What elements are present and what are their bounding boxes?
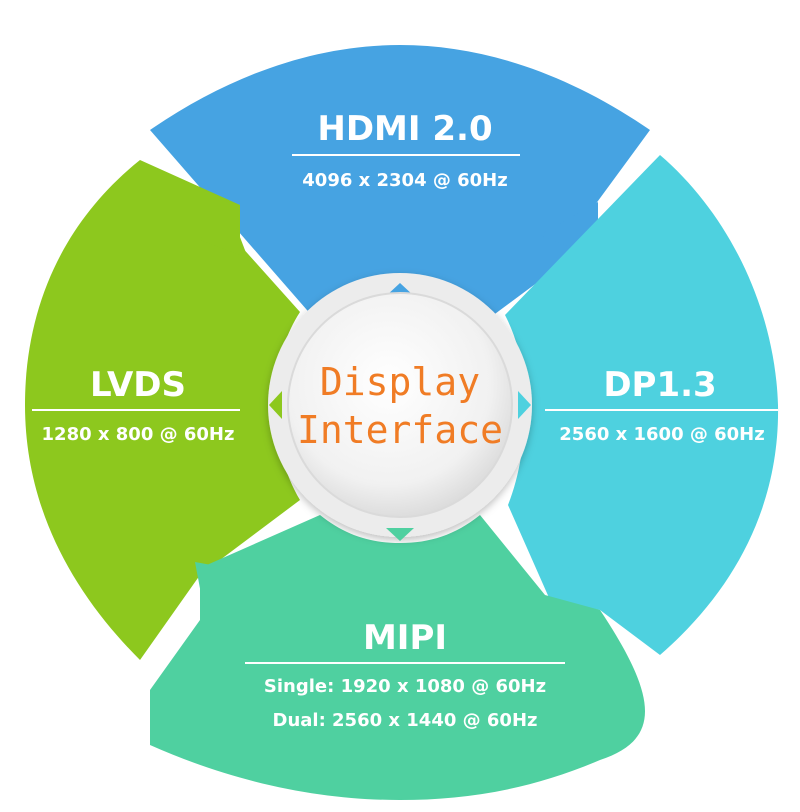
mipi-title: MIPI <box>363 618 447 658</box>
mipi-spec-dual: Dual: 2560 x 1440 @ 60Hz <box>273 710 538 731</box>
center-title-line2: Interface <box>297 408 503 452</box>
hub-pointer-right <box>518 391 531 419</box>
hub-pointer-left <box>269 391 282 419</box>
dp-spec: 2560 x 1600 @ 60Hz <box>559 424 764 445</box>
mipi-segment <box>150 515 645 800</box>
lvds-title: LVDS <box>90 365 186 405</box>
center-title-line1: Display <box>320 360 480 404</box>
hdmi-segment-shape <box>150 45 650 325</box>
hdmi-title: HDMI 2.0 <box>317 109 492 149</box>
dp-segment-shape <box>505 155 779 655</box>
mipi-spec-single: Single: 1920 x 1080 @ 60Hz <box>264 676 546 697</box>
hdmi-spec: 4096 x 2304 @ 60Hz <box>302 170 507 191</box>
center-inner-circle <box>287 292 513 518</box>
lvds-arrow-notch <box>200 198 248 258</box>
mipi-arrow-notch <box>195 562 250 615</box>
dp-title: DP1.3 <box>603 365 716 405</box>
lvds-spec: 1280 x 800 @ 60Hz <box>42 424 235 445</box>
mipi-segment-shape <box>150 515 645 800</box>
dp-segment <box>505 155 779 655</box>
center-hub <box>268 273 532 541</box>
dp-arrow-notch <box>548 560 602 612</box>
hub-pointer-bottom <box>386 528 414 541</box>
